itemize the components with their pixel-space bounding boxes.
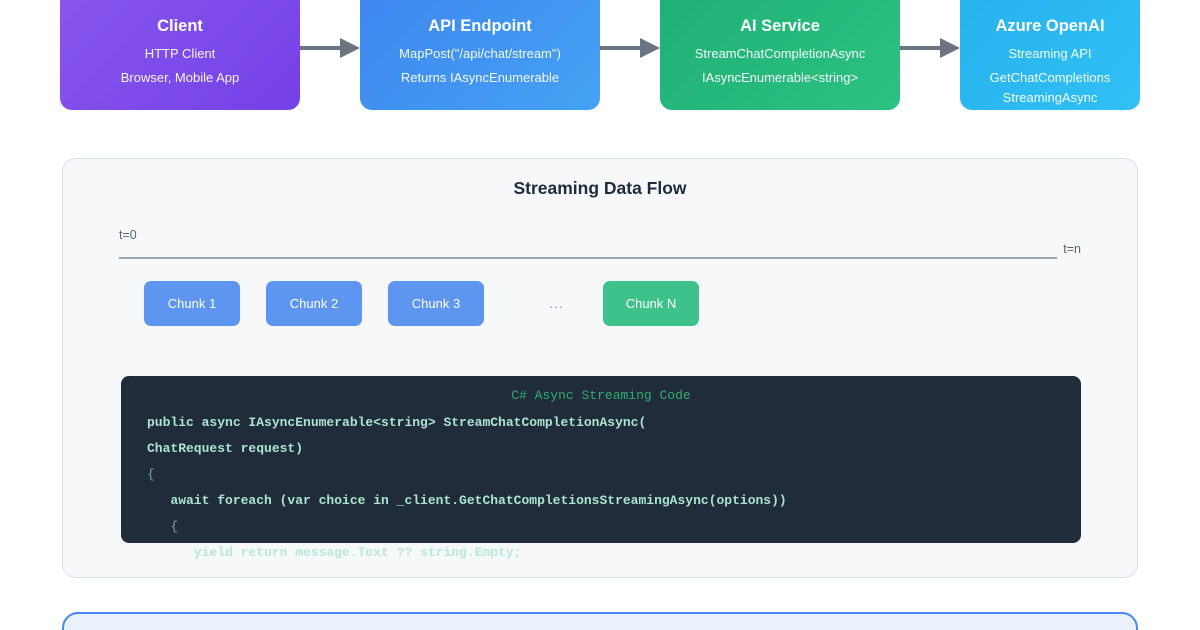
panel-title: Streaming Data Flow <box>513 178 687 198</box>
node-detail: Streaming API <box>1008 46 1092 61</box>
flow-arrow-icon <box>600 38 660 58</box>
arrow-head <box>940 38 960 58</box>
timeline-start-label: t=0 <box>119 228 137 242</box>
code-line: { <box>147 467 155 482</box>
code-line: await foreach (var choice in _client.Get… <box>147 493 787 508</box>
flow-node-api-endpoint: API Endpoint MapPost("/api/chat/stream")… <box>360 0 600 110</box>
timeline-end-label: t=n <box>1063 242 1081 256</box>
chunk-1: Chunk 1 <box>144 281 240 326</box>
node-detail: StreamChatCompletionAsync <box>694 46 866 61</box>
timeline: t=0 t=n <box>119 227 1081 265</box>
arrow-line <box>600 46 642 50</box>
flow-arrow-icon <box>300 38 360 58</box>
node-title: Client <box>157 17 203 35</box>
code-block-title: C# Async Streaming Code <box>511 388 691 403</box>
node-detail: IAsyncEnumerable<string> <box>701 70 859 85</box>
arrow-head <box>640 38 660 58</box>
node-detail: HTTP Client <box>144 46 216 61</box>
code-line-overflow: yield return message.Text ?? string.Empt… <box>147 545 522 560</box>
code-line: public async IAsyncEnumerable<string> St… <box>147 415 647 430</box>
chunk-2: Chunk 2 <box>266 281 362 326</box>
flow-arrow-icon <box>900 38 960 58</box>
flow-node-client: Client HTTP Client Browser, Mobile App <box>60 0 300 110</box>
timeline-line <box>119 257 1058 259</box>
node-detail: GetChatCompletions StreamingAsync <box>989 70 1111 105</box>
node-detail: Returns IAsyncEnumerable <box>400 70 560 85</box>
node-detail: Browser, Mobile App <box>120 70 240 85</box>
chunk-row: Chunk 1 Chunk 2 Chunk 3 ... Chunk N <box>144 281 699 326</box>
code-block: C# Async Streaming Code public async IAs… <box>121 376 1081 560</box>
code-lines: public async IAsyncEnumerable<string> St… <box>121 410 1081 566</box>
node-title: Azure OpenAI <box>995 17 1105 35</box>
timeline-row: t=n <box>119 242 1081 265</box>
node-title: API Endpoint <box>428 17 532 35</box>
arrow-head <box>340 38 360 58</box>
next-section-panel <box>62 612 1138 630</box>
arrow-line <box>300 46 342 50</box>
node-detail: MapPost("/api/chat/stream") <box>399 46 561 61</box>
streaming-data-flow-panel: Streaming Data Flow t=0 t=n Chunk 1 Chun… <box>62 158 1138 578</box>
flow-node-azure-openai: Azure OpenAI Streaming API GetChatComple… <box>960 0 1140 110</box>
chunk-3: Chunk 3 <box>388 281 484 326</box>
arrow-line <box>900 46 942 50</box>
chunk-n: Chunk N <box>603 281 699 326</box>
flow-node-ai-service: AI Service StreamChatCompletionAsync IAs… <box>660 0 900 110</box>
node-title: AI Service <box>740 17 820 35</box>
chunk-ellipsis: ... <box>549 296 564 311</box>
code-line: { <box>147 519 179 534</box>
code-line: ChatRequest request) <box>147 441 304 456</box>
